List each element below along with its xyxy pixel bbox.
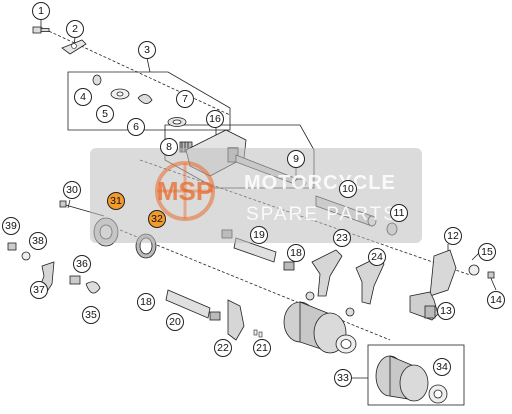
callout-23[interactable]: 23 — [333, 229, 351, 247]
callout-4[interactable]: 4 — [74, 88, 92, 106]
callout-19[interactable]: 19 — [250, 226, 268, 244]
callout-13[interactable]: 13 — [437, 302, 455, 320]
small-parts-group-3 — [92, 74, 187, 127]
callout-12[interactable]: 12 — [444, 227, 462, 245]
shift-fork-parts — [227, 249, 385, 341]
bearing-small-part-2 — [345, 307, 355, 317]
callout-33[interactable]: 33 — [334, 369, 352, 387]
wm-logo-text: MSP — [157, 176, 213, 206]
rod-part-20 — [165, 289, 221, 321]
shift-lever-part — [409, 249, 457, 321]
callout-10[interactable]: 10 — [339, 180, 357, 198]
callout-7[interactable]: 7 — [176, 90, 194, 108]
callout-22[interactable]: 22 — [214, 339, 232, 357]
callout-18-upper[interactable]: 18 — [287, 244, 305, 262]
group-box-3 — [67, 71, 231, 131]
callout-11[interactable]: 11 — [390, 204, 408, 222]
callout-15[interactable]: 15 — [478, 243, 496, 261]
callout-30[interactable]: 30 — [63, 181, 81, 199]
callout-3[interactable]: 3 — [138, 41, 156, 59]
callout-36[interactable]: 36 — [73, 255, 91, 273]
callout-35[interactable]: 35 — [82, 306, 100, 324]
callout-39[interactable]: 39 — [2, 217, 20, 235]
callout-1[interactable]: 1 — [32, 2, 50, 20]
callout-6[interactable]: 6 — [127, 118, 145, 136]
callout-38[interactable]: 38 — [29, 232, 47, 250]
callout-16[interactable]: 16 — [206, 110, 224, 128]
watermark-line2: SPARE PARTS — [246, 204, 398, 225]
callout-9[interactable]: 9 — [287, 150, 305, 168]
shift-drum-assembly-part — [375, 355, 448, 404]
callout-2[interactable]: 2 — [66, 20, 84, 38]
callout-18-lower[interactable]: 18 — [137, 293, 155, 311]
washer-part-15 — [468, 264, 480, 276]
callout-8[interactable]: 8 — [160, 138, 178, 156]
callout-5[interactable]: 5 — [96, 105, 114, 123]
watermark-line1: MOTORCYCLE — [244, 172, 396, 194]
callout-31[interactable]: 31 — [107, 192, 125, 210]
shift-drum-part — [283, 301, 357, 354]
bolt-part-14 — [487, 271, 495, 279]
callout-37[interactable]: 37 — [30, 281, 48, 299]
msp-logo-watermark: MSP — [155, 161, 215, 221]
callout-21[interactable]: 21 — [253, 339, 271, 357]
callout-20[interactable]: 20 — [166, 313, 184, 331]
callout-14[interactable]: 14 — [487, 291, 505, 309]
callout-34[interactable]: 34 — [433, 358, 451, 376]
pin-part-21 — [253, 329, 263, 338]
bearing-small-part — [305, 291, 315, 301]
group-box-33 — [367, 344, 465, 406]
callout-32[interactable]: 32 — [148, 210, 166, 228]
callout-24[interactable]: 24 — [368, 248, 386, 266]
bolt-part — [32, 26, 50, 34]
